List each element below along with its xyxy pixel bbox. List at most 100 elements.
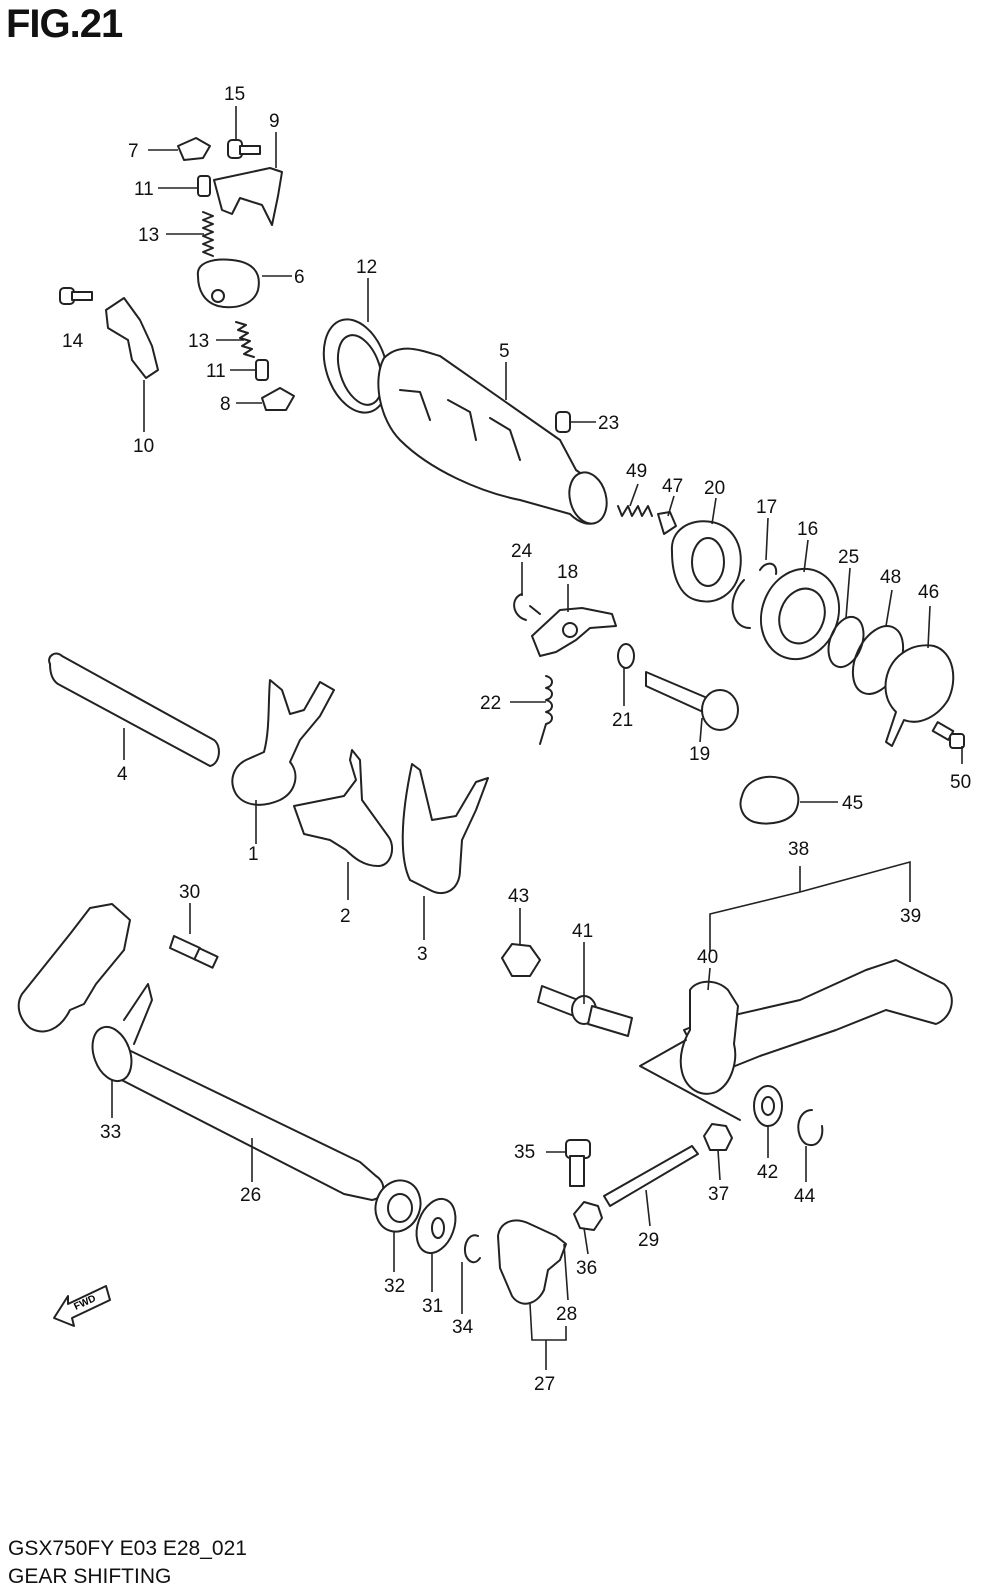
callout-6: 6 <box>294 267 305 288</box>
callout-1: 1 <box>248 844 259 865</box>
part-33-spring <box>91 1025 133 1083</box>
callout-46: 46 <box>918 582 939 603</box>
part-49-spring <box>617 505 653 517</box>
part-25-circlip <box>827 615 865 669</box>
part-37-nut <box>703 1123 733 1151</box>
callout-43: 43 <box>508 886 529 907</box>
part-6-shift-cam <box>196 258 260 309</box>
callout-14: 14 <box>62 331 84 352</box>
part-13-spring-upper <box>202 211 214 257</box>
callout-5: 5 <box>499 341 510 362</box>
part-36-nut <box>573 1201 603 1231</box>
part-3-fork <box>401 763 489 895</box>
part-35-bolt <box>565 1139 591 1187</box>
callout-2: 2 <box>340 906 351 927</box>
callout-18: 18 <box>557 562 578 583</box>
callout-10: 10 <box>133 436 154 457</box>
callout-17: 17 <box>756 497 777 518</box>
callout-26: 26 <box>240 1185 261 1206</box>
callout-25: 25 <box>838 547 859 568</box>
part-40-lever-joint <box>679 980 739 1095</box>
part-1-fork <box>231 679 335 806</box>
part-10-plate <box>105 297 159 379</box>
callout-29: 29 <box>638 1230 659 1251</box>
part-15-bolt <box>227 139 261 159</box>
callout-30: 30 <box>179 882 200 903</box>
callout-20: 20 <box>704 478 725 499</box>
part-5-gearshift-cam <box>377 347 608 525</box>
part-43-nut <box>501 943 541 977</box>
callout-44: 44 <box>794 1186 816 1207</box>
callout-16: 16 <box>797 519 818 540</box>
figure-title: FIG.21 <box>6 2 123 46</box>
callout-labels: 1 2 3 4 5 6 7 8 9 10 11 11 12 13 13 14 1… <box>62 84 971 1395</box>
part-44-circlip <box>797 1109 824 1146</box>
part-13-spring-lower <box>235 321 255 358</box>
callout-39: 39 <box>900 906 921 927</box>
part-39-gearshift-lever <box>683 959 953 1073</box>
part-47-pin <box>657 511 677 535</box>
part-26-gearshift-shaft <box>105 1039 385 1201</box>
callout-19: 19 <box>689 744 710 765</box>
callout-21: 21 <box>612 710 633 731</box>
part-8-stopper <box>261 387 295 411</box>
part-21-washer <box>617 643 635 669</box>
callout-13-lower: 13 <box>188 331 209 352</box>
callout-47: 47 <box>662 476 683 497</box>
part-14-bolt <box>59 287 93 305</box>
callout-3: 3 <box>417 944 428 965</box>
part-50-bolt <box>931 721 965 749</box>
callout-7: 7 <box>128 141 139 162</box>
parts-artwork: FWD <box>17 137 965 1327</box>
callout-24: 24 <box>511 541 533 562</box>
part-2-fork <box>293 749 394 867</box>
callout-38: 38 <box>788 839 809 860</box>
part-7-stopper <box>177 137 211 161</box>
model-code: GSX750FY E03 E28_021 <box>8 1537 247 1560</box>
callout-37: 37 <box>708 1184 729 1205</box>
callout-45: 45 <box>842 793 863 814</box>
part-28-arm <box>497 1219 567 1305</box>
callout-28: 28 <box>556 1304 577 1325</box>
section-name: GEAR SHIFTING <box>8 1565 172 1588</box>
callout-27: 27 <box>534 1374 555 1395</box>
part-23-pin <box>555 411 571 433</box>
leader-lines <box>111 106 963 1370</box>
part-41-stud <box>537 985 633 1037</box>
part-45-grommet <box>739 775 800 825</box>
part-33-shaft-arm <box>17 903 131 1033</box>
fwd-arrow-icon: FWD <box>53 1285 111 1327</box>
callout-41: 41 <box>572 921 593 942</box>
part-46-plate <box>884 644 955 747</box>
part-4-fork-shaft <box>48 652 220 767</box>
callout-11-upper: 11 <box>134 179 154 200</box>
callout-9: 9 <box>269 111 280 132</box>
callout-15: 15 <box>224 84 245 105</box>
callout-32: 32 <box>384 1276 405 1297</box>
callout-8: 8 <box>220 394 231 415</box>
callout-42: 42 <box>757 1162 778 1183</box>
callout-49: 49 <box>626 461 647 482</box>
callout-11-lower: 11 <box>206 361 226 382</box>
callout-48: 48 <box>880 567 901 588</box>
part-11-pin-upper <box>197 175 211 197</box>
part-17-circlip <box>731 562 778 629</box>
callout-4: 4 <box>117 764 128 785</box>
callout-13-upper: 13 <box>138 225 159 246</box>
part-19-bolt <box>645 671 739 731</box>
callout-31: 31 <box>422 1296 443 1317</box>
callout-40: 40 <box>697 947 718 968</box>
part-11-pin-lower <box>255 359 269 381</box>
part-34-circlip <box>464 1234 481 1264</box>
callout-33: 33 <box>100 1122 121 1143</box>
callout-35: 35 <box>514 1142 535 1163</box>
callout-23: 23 <box>598 413 619 434</box>
part-24-circlip <box>513 593 541 621</box>
callout-36: 36 <box>576 1258 597 1279</box>
part-29-rod <box>603 1145 699 1207</box>
callout-34: 34 <box>452 1317 474 1338</box>
part-30-bolt <box>169 935 219 969</box>
callout-12: 12 <box>356 257 377 278</box>
callout-50: 50 <box>950 772 971 793</box>
